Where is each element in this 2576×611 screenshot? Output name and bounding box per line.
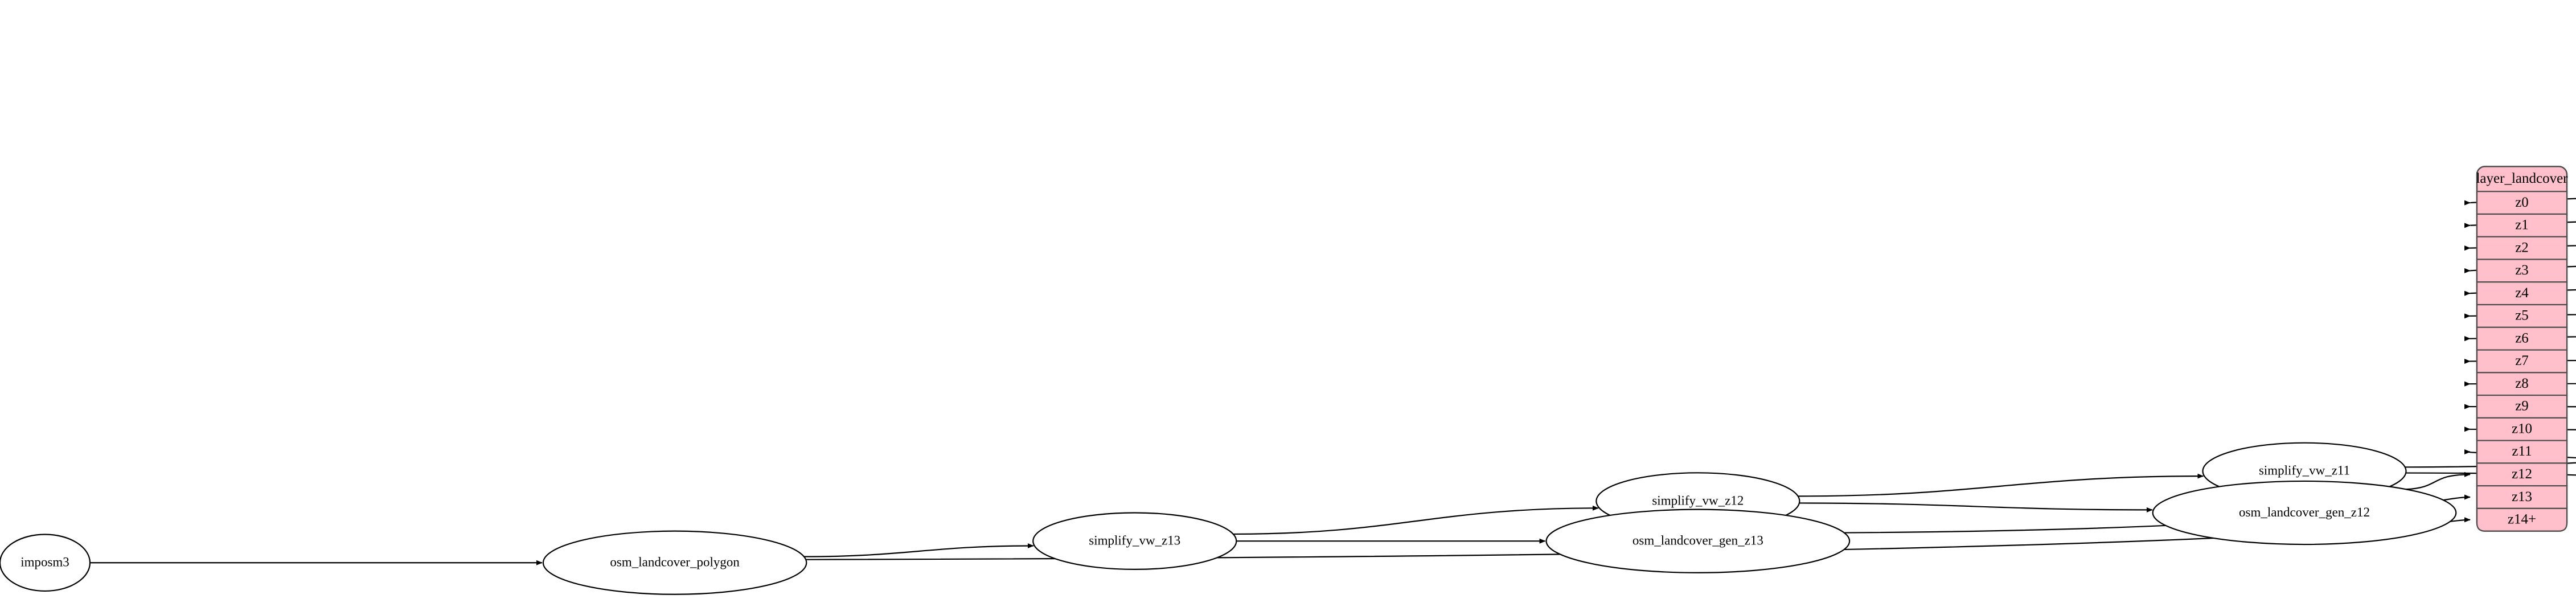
table-row-label: z13 [2512, 489, 2532, 505]
table-row-z8[interactable]: z8 [2476, 372, 2568, 396]
table-row-label: z6 [2515, 330, 2529, 346]
graph-edge [803, 543, 1034, 557]
table-row-label: z9 [2515, 399, 2529, 414]
table-row-label: z7 [2515, 353, 2529, 368]
table-row-z10[interactable]: z10 [2476, 417, 2568, 441]
table-row-label: z14+ [2508, 512, 2536, 527]
table-row-z3[interactable]: z3 [2476, 259, 2568, 283]
table-row-label: z11 [2512, 444, 2532, 459]
graph-node-osm_landcover_gen_z12[interactable]: osm_landcover_gen_z12 [2152, 480, 2457, 546]
table-row-label: z12 [2512, 466, 2532, 482]
table-row-z9[interactable]: z9 [2476, 394, 2568, 419]
graph-edge [2406, 471, 2471, 490]
table-row-label: z2 [2515, 240, 2529, 255]
table-row-label: z5 [2515, 308, 2529, 323]
edges-layer [90, 198, 2576, 565]
graph-node-osm_landcover_polygon[interactable]: osm_landcover_polygon [542, 530, 807, 595]
graph-node-imposm3[interactable]: imposm3 [0, 534, 91, 592]
table-row-z2[interactable]: z2 [2476, 236, 2568, 260]
table-header-label: layer_landcover [2476, 171, 2568, 186]
graph-edge [1798, 473, 2204, 497]
table-row-label: z0 [2515, 195, 2529, 210]
table-row-label: z1 [2515, 218, 2529, 233]
table-row-z12[interactable]: z12 [2476, 462, 2568, 487]
table-row-label: z10 [2512, 421, 2532, 436]
nodes-layer[interactable]: ne_110m_glaciated_areasne_110m_glaciated… [0, 0, 2576, 595]
table-row-label: z3 [2515, 263, 2529, 278]
graph-node-osm_landcover_gen_z13[interactable]: osm_landcover_gen_z13 [1545, 509, 1851, 573]
table-row-z0[interactable]: z0 [2476, 191, 2568, 215]
graph-edge [1799, 502, 2153, 512]
table-row-z4[interactable]: z4 [2476, 281, 2568, 306]
table-row-z6[interactable]: z6 [2476, 326, 2568, 351]
table-row-z7[interactable]: z7 [2476, 349, 2568, 374]
table-row-z14[interactable]: z14+ [2476, 507, 2568, 532]
table-row-label: z8 [2515, 376, 2529, 391]
table-row-z13[interactable]: z13 [2476, 485, 2568, 509]
table-row-z5[interactable]: z5 [2476, 304, 2568, 328]
table-row-z1[interactable]: z1 [2476, 213, 2568, 237]
table-row-z11[interactable]: z11 [2476, 440, 2568, 464]
graph-edge [1233, 505, 1599, 535]
layer-landcover-table[interactable]: layer_landcover z0 z1 z2 z3 z4 z5 z6 z7 z8 z9 z10 z1… [2476, 166, 2568, 532]
graph-node-simplify_vw_z13[interactable]: simplify_vw_z13 [1032, 512, 1237, 571]
table-row-label: z4 [2515, 285, 2529, 301]
